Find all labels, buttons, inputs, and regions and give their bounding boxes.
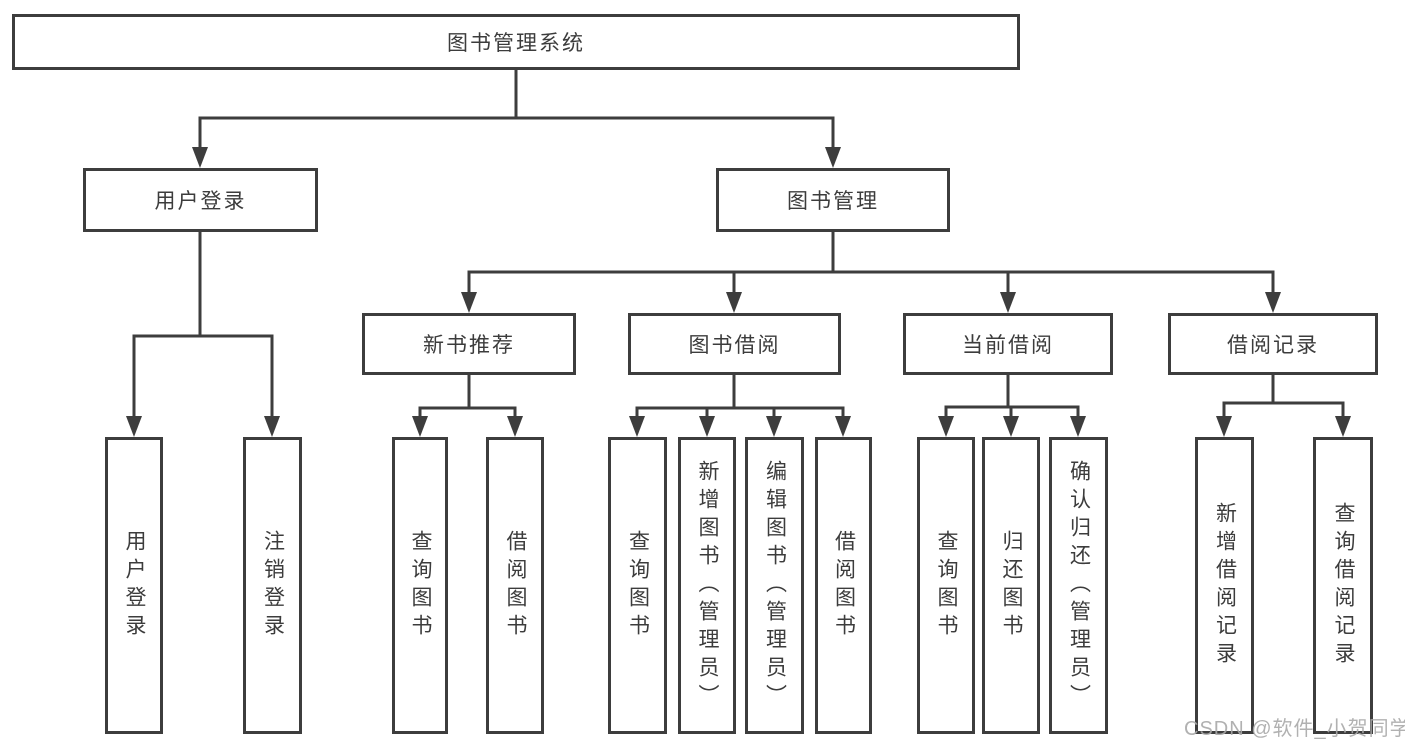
node-query-books-borrowing: 查询图书: [608, 437, 667, 734]
node-user-login: 用户登录: [83, 168, 318, 232]
node-user-login-leaf: 用户登录: [105, 437, 163, 734]
node-library-management-system: 图书管理系统: [12, 14, 1020, 70]
csdn-watermark: CSDN @软件_小贺同学: [1184, 718, 1405, 740]
node-query-borrow-record: 查询借阅记录: [1313, 437, 1373, 734]
node-borrow-books-borrowing: 借阅图书: [815, 437, 872, 734]
node-add-book-admin: 新增图书（管理员）: [678, 437, 736, 734]
node-book-management: 图书管理: [716, 168, 950, 232]
node-query-books-recommend: 查询图书: [392, 437, 448, 734]
node-add-borrow-record: 新增借阅记录: [1195, 437, 1254, 734]
node-current-borrowing: 当前借阅: [903, 313, 1113, 375]
node-edit-book-admin: 编辑图书（管理员）: [745, 437, 804, 734]
node-new-book-recommend: 新书推荐: [362, 313, 576, 375]
node-logout-login: 注销登录: [243, 437, 302, 734]
node-borrow-records: 借阅记录: [1168, 313, 1378, 375]
node-return-books: 归还图书: [982, 437, 1040, 734]
node-book-borrowing: 图书借阅: [628, 313, 841, 375]
node-borrow-books-recommend: 借阅图书: [486, 437, 544, 734]
node-query-books-current: 查询图书: [917, 437, 975, 734]
node-confirm-return-admin: 确认归还（管理员）: [1049, 437, 1108, 734]
